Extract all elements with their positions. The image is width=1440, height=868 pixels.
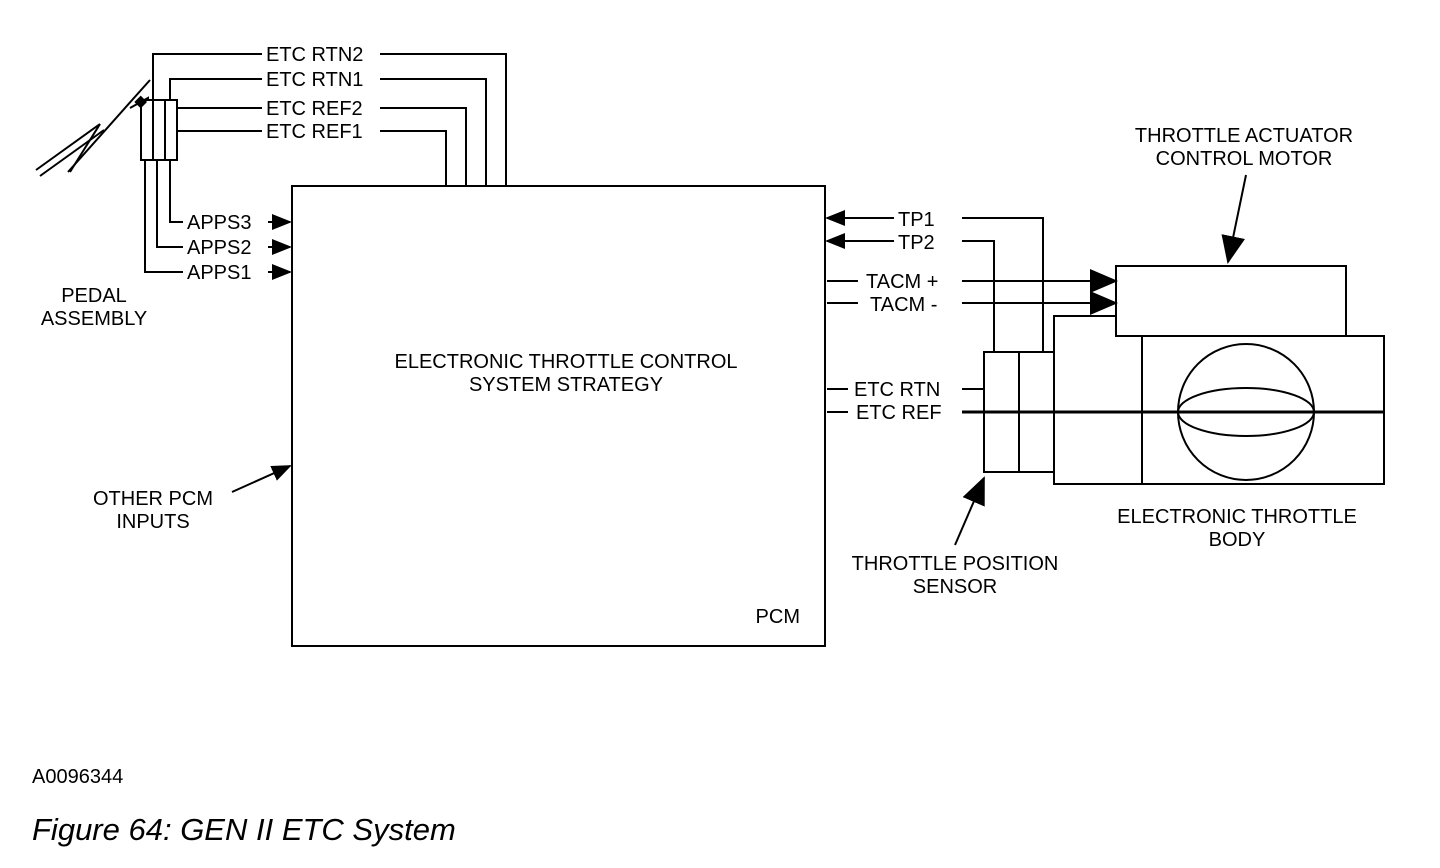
tacm-minus-label: TACM - — [870, 294, 937, 316]
other-inputs-line1: OTHER PCM — [93, 488, 213, 510]
motor-label-line2: CONTROL MOTOR — [1156, 148, 1333, 170]
pcm-name: PCM — [756, 606, 800, 628]
pedal-assembly — [35, 79, 178, 177]
pedal-ref-wires — [152, 53, 507, 186]
throttle-body-label-line2: BODY — [1209, 529, 1266, 551]
throttle-position-sensor — [983, 351, 1055, 473]
etc-ref-label: ETC REF — [856, 402, 942, 424]
etc-ref1-label: ETC REF1 — [266, 121, 363, 143]
pedal-label-line2: ASSEMBLY — [41, 308, 147, 330]
motor-pointer-arrow — [1221, 174, 1247, 264]
pcm-strategy-line2: SYSTEM STRATEGY — [469, 374, 663, 396]
sensor-label-line1: THROTTLE POSITION — [852, 553, 1059, 575]
tp2-label: TP2 — [898, 232, 935, 254]
other-inputs-line2: INPUTS — [116, 511, 189, 533]
apps3-label: APPS3 — [187, 212, 251, 234]
apps2-label: APPS2 — [187, 237, 251, 259]
figure-id: A0096344 — [32, 766, 124, 788]
pedal-label-line1: PEDAL — [61, 285, 127, 307]
tp1-label: TP1 — [898, 209, 935, 231]
etc-rtn2-label: ETC RTN2 — [266, 44, 363, 66]
electronic-throttle-body — [1053, 315, 1385, 485]
other-inputs-arrow — [231, 465, 292, 493]
throttle-motor-box — [1115, 265, 1347, 337]
pcm-box — [291, 185, 826, 647]
apps1-label: APPS1 — [187, 262, 251, 284]
tacm-wires — [827, 269, 1118, 315]
pedal-connector — [140, 99, 178, 161]
sensor-pointer-arrow — [954, 476, 985, 546]
pcm-strategy-line1: ELECTRONIC THROTTLE CONTROL — [395, 351, 738, 373]
etc-ref2-label: ETC REF2 — [266, 98, 363, 120]
throttle-body-label-line1: ELECTRONIC THROTTLE — [1117, 506, 1357, 528]
figure-caption: Figure 64: GEN II ETC System — [32, 812, 456, 847]
tacm-plus-label: TACM + — [866, 271, 938, 293]
apps-wires — [144, 160, 292, 280]
sensor-label-line2: SENSOR — [913, 576, 997, 598]
etc-rtn1-label: ETC RTN1 — [266, 69, 363, 91]
motor-label-line1: THROTTLE ACTUATOR — [1135, 125, 1353, 147]
etc-rtn-label: ETC RTN — [854, 379, 940, 401]
tp-wires — [825, 210, 1044, 352]
